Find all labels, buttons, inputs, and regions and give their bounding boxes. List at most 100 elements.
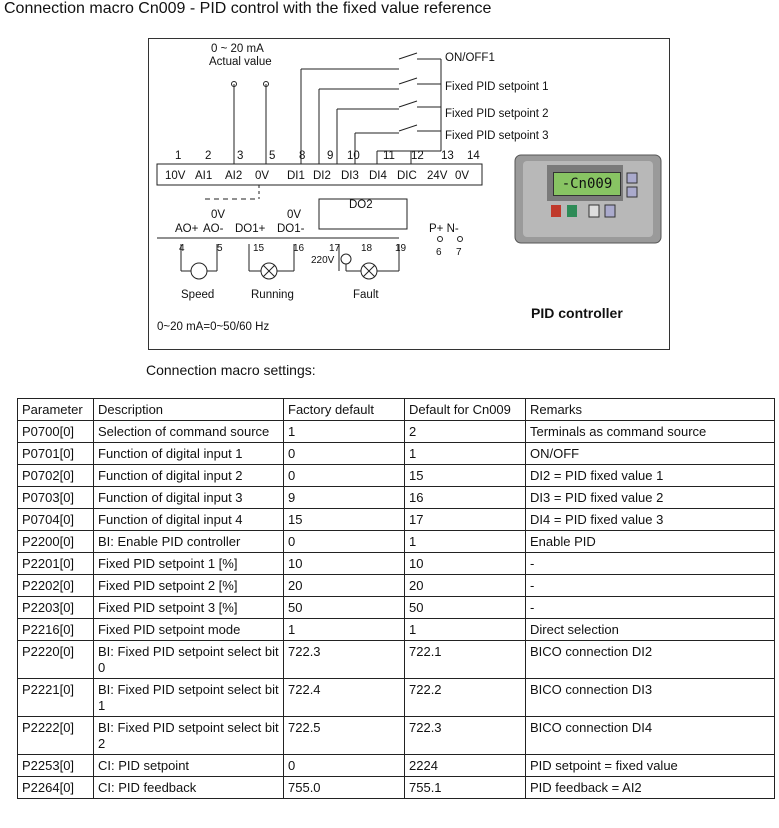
table-cell: 722.3 xyxy=(283,640,405,679)
table-cell: P0703[0] xyxy=(17,486,94,509)
scale-note: 0~20 mA=0~50/60 Hz xyxy=(157,321,270,333)
table-cell: P0704[0] xyxy=(17,508,94,531)
column-header: Remarks xyxy=(525,398,775,421)
table-cell: 722.2 xyxy=(404,678,526,717)
table-cell: P2264[0] xyxy=(17,776,94,799)
table-cell: Terminals as command source xyxy=(525,420,775,443)
table-cell: - xyxy=(525,574,775,597)
table-cell: P2220[0] xyxy=(17,640,94,679)
table-cell: BICO connection DI3 xyxy=(525,678,775,717)
table-cell: Enable PID xyxy=(525,530,775,553)
switch-label-2: Fixed PID setpoint 1 xyxy=(445,81,549,93)
table-cell: 1 xyxy=(404,442,526,465)
switch-label-3: Fixed PID setpoint 2 xyxy=(445,108,549,120)
table-cell: 20 xyxy=(404,574,526,597)
table-cell: DI3 = PID fixed value 2 xyxy=(525,486,775,509)
table-cell: Fixed PID setpoint 2 [%] xyxy=(93,574,284,597)
table-cell: 0 xyxy=(283,442,405,465)
actual-value-range: 0 ~ 20 mA xyxy=(211,43,264,55)
terminal-name: DI3 xyxy=(341,170,359,182)
table-cell: 722.5 xyxy=(283,716,405,755)
table-cell: BI: Fixed PID setpoint select bit 0 xyxy=(93,640,284,679)
lcd-display: -Cn009 xyxy=(553,172,621,196)
table-cell: BI: Fixed PID setpoint select bit 2 xyxy=(93,716,284,755)
settings-caption: Connection macro settings: xyxy=(146,362,316,378)
terminal-name: 10V xyxy=(165,170,186,182)
table-cell: 17 xyxy=(404,508,526,531)
column-header: Factory default xyxy=(283,398,405,421)
terminal-name: DI4 xyxy=(369,170,387,182)
table-cell: P2221[0] xyxy=(17,678,94,717)
terminal-name: DIC xyxy=(397,170,417,182)
table-cell: 9 xyxy=(283,486,405,509)
terminal-name: 24V xyxy=(427,170,448,182)
terminal-number: 8 xyxy=(299,150,306,162)
column-header: Default for Cn009 xyxy=(404,398,526,421)
table-cell: P2200[0] xyxy=(17,530,94,553)
column-header: Description xyxy=(93,398,284,421)
table-cell: 50 xyxy=(283,596,405,619)
table-cell: 722.4 xyxy=(283,678,405,717)
wiring-diagram: -Cn009 0 ~ 20 mA Actual value ON/OFF1 Fi… xyxy=(148,38,670,350)
table-row: P2220[0]BI: Fixed PID setpoint select bi… xyxy=(17,640,775,679)
table-cell: Fixed PID setpoint 1 [%] xyxy=(93,552,284,575)
table-cell: PID setpoint = fixed value xyxy=(525,754,775,777)
ov-label: 0V xyxy=(211,209,226,221)
terminal-number: 9 xyxy=(327,150,334,162)
table-cell: Fixed PID setpoint mode xyxy=(93,618,284,641)
table-cell: 722.1 xyxy=(404,640,526,679)
table-cell: CI: PID setpoint xyxy=(93,754,284,777)
table-cell: ON/OFF xyxy=(525,442,775,465)
terminal-number-bottom: 7 xyxy=(456,247,462,258)
table-cell: 0 xyxy=(283,530,405,553)
table-cell: Direct selection xyxy=(525,618,775,641)
running-label: Running xyxy=(251,289,294,301)
terminal-number: 14 xyxy=(467,150,480,162)
terminal-number: 2 xyxy=(205,150,212,162)
actual-value-label: Actual value xyxy=(209,56,272,68)
page-title: Connection macro Cn009 - PID control wit… xyxy=(4,0,492,17)
terminal-number: 1 xyxy=(175,150,182,162)
table-cell: 15 xyxy=(404,464,526,487)
table-cell: PID feedback = AI2 xyxy=(525,776,775,799)
table-cell: BICO connection DI4 xyxy=(525,716,775,755)
voltage-label: 220V xyxy=(311,255,335,266)
table-cell: P2202[0] xyxy=(17,574,94,597)
terminal-number: 11 xyxy=(383,150,395,162)
do2-label: DO2 xyxy=(349,199,373,211)
table-cell: 1 xyxy=(404,618,526,641)
table-cell: 755.0 xyxy=(283,776,405,799)
table-cell: P2203[0] xyxy=(17,596,94,619)
terminal-number: 10 xyxy=(347,150,360,162)
table-cell: P2201[0] xyxy=(17,552,94,575)
fault-label: Fault xyxy=(353,289,379,301)
table-cell: P0701[0] xyxy=(17,442,94,465)
terminal-number-bottom: 16 xyxy=(293,243,305,254)
terminal-name: AI2 xyxy=(225,170,243,182)
parameter-table: Parameter Description Factory default De… xyxy=(17,398,775,799)
speed-label: Speed xyxy=(181,289,215,301)
table-cell: 10 xyxy=(283,552,405,575)
table-cell: P2216[0] xyxy=(17,618,94,641)
table-cell: BI: Enable PID controller xyxy=(93,530,284,553)
terminal-name: AI1 xyxy=(195,170,213,182)
terminal-name: DI1 xyxy=(287,170,305,182)
terminal-number: 13 xyxy=(441,150,454,162)
table-cell: 2 xyxy=(404,420,526,443)
table-cell: 20 xyxy=(283,574,405,597)
table-cell: P0702[0] xyxy=(17,464,94,487)
terminal-name-bottom: DO1+ xyxy=(235,223,266,235)
table-cell: 1 xyxy=(283,420,405,443)
terminal-name: 0V xyxy=(455,170,470,182)
